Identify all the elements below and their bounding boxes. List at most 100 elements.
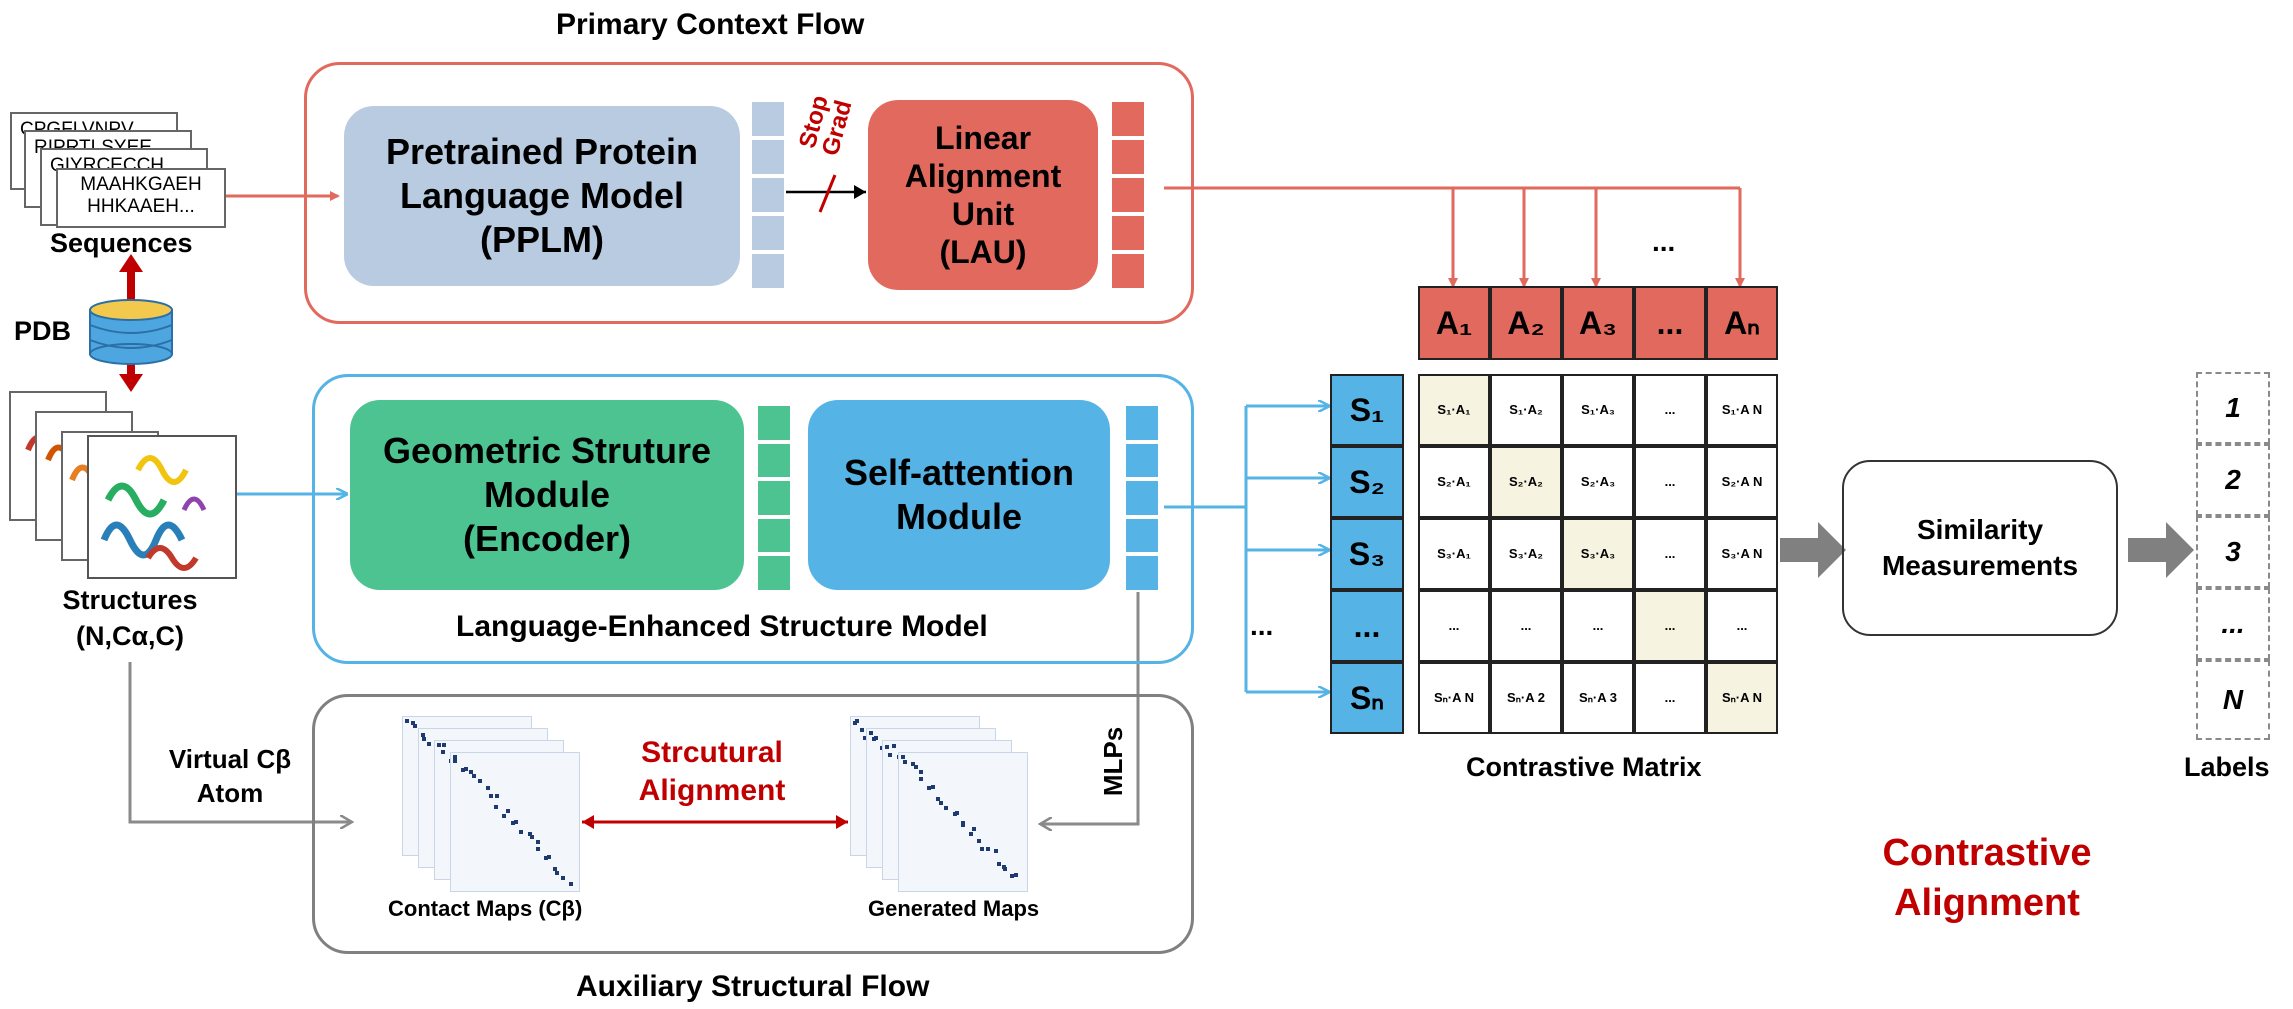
a-header-cell: A₁ xyxy=(1418,286,1490,360)
contact-dot xyxy=(519,830,523,834)
contact-dot xyxy=(892,744,896,748)
generated-maps-stack xyxy=(850,716,1028,892)
contact-dot xyxy=(919,770,923,774)
contact-dot xyxy=(863,736,867,740)
contact-dot xyxy=(472,774,476,778)
contact-dot xyxy=(437,743,441,747)
structure-cards xyxy=(9,391,237,579)
matrix-cell: S₂·A₃ xyxy=(1562,446,1634,518)
contact-dot xyxy=(888,753,892,757)
auxiliary-flow-title: Auxiliary Structural Flow xyxy=(576,970,930,1003)
contact-dot xyxy=(411,721,415,725)
contact-dot xyxy=(927,786,931,790)
contact-dot xyxy=(903,760,907,764)
contact-dot xyxy=(506,809,510,813)
contact-dot xyxy=(494,805,498,809)
contact-dot xyxy=(853,721,857,725)
a-header-cell: Aₙ xyxy=(1706,286,1778,360)
contact-dot xyxy=(486,786,490,790)
database-icon xyxy=(89,299,173,365)
contact-dot xyxy=(961,823,965,827)
contact-dot xyxy=(1002,865,1006,869)
contact-dot xyxy=(489,794,493,798)
contact-dot xyxy=(555,871,559,875)
contact-dot xyxy=(461,768,465,772)
matrix-left-ellipsis: ... xyxy=(1250,610,1274,641)
label-cell: 2 xyxy=(2196,444,2270,516)
contact-dot xyxy=(980,847,984,851)
pplm-embedding-vector xyxy=(750,100,786,290)
contact-maps-label: Contact Maps (Cβ) xyxy=(388,896,583,921)
contact-dot xyxy=(885,745,889,749)
contact-dot xyxy=(536,840,540,844)
label-cell: ... xyxy=(2196,588,2270,660)
contact-dot xyxy=(413,724,417,728)
contact-dot xyxy=(986,847,990,851)
contact-dot xyxy=(453,759,457,763)
contact-dot xyxy=(969,832,973,836)
contact-dot xyxy=(561,876,565,880)
lau-embedding-vector xyxy=(1110,100,1146,290)
matrix-top-ellipsis: ... xyxy=(1652,226,1676,257)
contact-dot xyxy=(553,867,557,871)
contact-dot xyxy=(544,856,548,860)
matrix-cell: ... xyxy=(1634,590,1706,662)
matrix-cell: ... xyxy=(1634,662,1706,734)
contact-dot xyxy=(514,820,518,824)
auxiliary-flow-panel xyxy=(312,694,1194,954)
contact-dot xyxy=(994,849,998,853)
sam-embedding-vector xyxy=(1124,404,1160,592)
matrix-cell: ... xyxy=(1490,590,1562,662)
matrix-cell: S₃·A₁ xyxy=(1418,518,1490,590)
mlps-arrow xyxy=(1040,590,1140,824)
contact-dot xyxy=(1003,867,1007,871)
matrix-cell: S₃·A₃ xyxy=(1562,518,1634,590)
contact-dot xyxy=(422,737,426,741)
s-header-cell: S₁ xyxy=(1330,374,1404,446)
contact-dot xyxy=(569,882,573,886)
contact-maps-stack xyxy=(402,716,580,892)
contact-dot xyxy=(528,832,532,836)
contact-dot xyxy=(931,785,935,789)
contact-dot xyxy=(955,811,959,815)
contact-dot xyxy=(536,847,540,851)
matrix-cell: Sₙ·A 3 xyxy=(1562,662,1634,734)
mlps-label: MLPs xyxy=(1098,726,1129,796)
matrix-cell: ... xyxy=(1418,590,1490,662)
matrix-cell: S₁·A₁ xyxy=(1418,374,1490,446)
contact-dot xyxy=(874,736,878,740)
contact-dot xyxy=(997,862,1001,866)
contact-dot xyxy=(855,719,859,723)
s-header-cell: Sₙ xyxy=(1330,662,1404,734)
stop-grad-slash xyxy=(818,174,837,213)
matrix-cell: ... xyxy=(1634,518,1706,590)
contact-dot xyxy=(911,762,915,766)
contact-dot xyxy=(530,835,534,839)
label-cell: 3 xyxy=(2196,516,2270,588)
contact-dot xyxy=(442,743,446,747)
contact-dot xyxy=(1014,873,1018,877)
contact-dot xyxy=(1010,874,1014,878)
contact-dot xyxy=(547,855,551,859)
matrix-cell: S₂·A N xyxy=(1706,446,1778,518)
contact-dot xyxy=(972,827,976,831)
contact-dot xyxy=(977,839,981,843)
contact-dot xyxy=(860,728,864,732)
structure-model-panel xyxy=(312,374,1194,664)
a-header-cell: A₃ xyxy=(1562,286,1634,360)
a-header-cell: A₂ xyxy=(1490,286,1562,360)
matrix-cell: S₁·A₃ xyxy=(1562,374,1634,446)
contact-map xyxy=(898,752,1028,892)
matrix-cell: ... xyxy=(1706,590,1778,662)
similarity-to-labels-arrow xyxy=(2128,522,2194,578)
matrix-cell: Sₙ·A N xyxy=(1706,662,1778,734)
